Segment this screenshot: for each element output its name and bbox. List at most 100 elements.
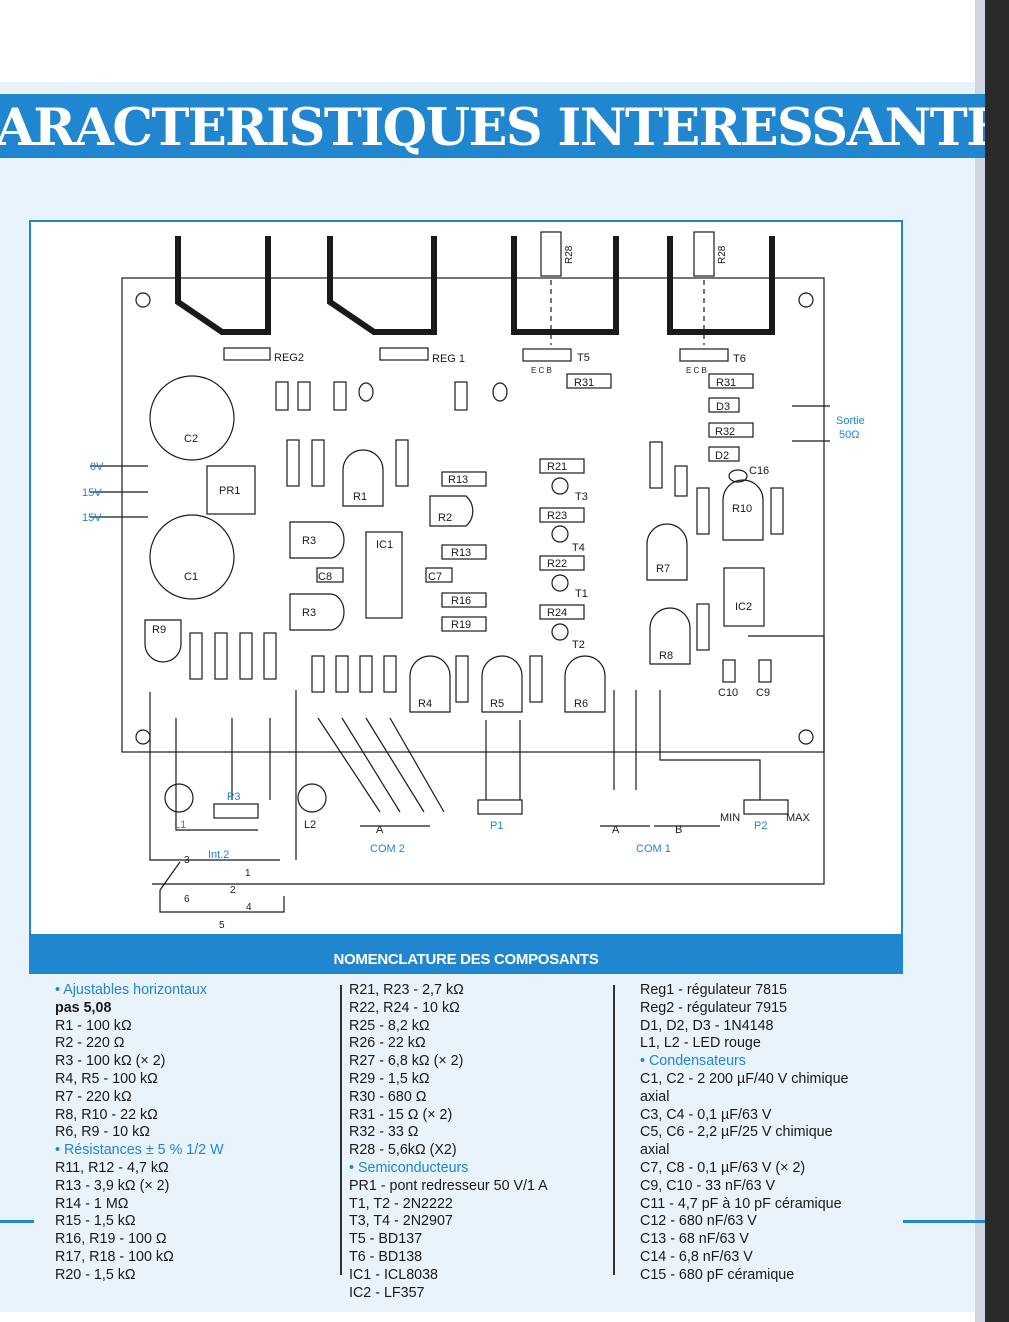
ic1-chip — [365, 531, 403, 619]
component-entry: IC1 - ICL8038 — [349, 1266, 439, 1283]
accent-rule — [0, 1220, 34, 1223]
c5 — [492, 382, 508, 402]
label-r24: R24 — [547, 607, 567, 619]
heatsink-t6 — [667, 236, 775, 335]
component-entry: Reg1 - régulateur 7815 — [640, 982, 788, 998]
r17 — [455, 655, 469, 703]
label-15v-a: 15V — [82, 487, 102, 499]
label-com1: COM 1 — [636, 843, 671, 855]
label-r31-1: R31 — [574, 377, 594, 389]
r23 — [539, 507, 585, 523]
component-entry: C5, C6 - 2,2 µF/25 V chimique — [640, 1124, 833, 1141]
p2-pot — [743, 799, 789, 815]
label-t2: T2 — [572, 639, 585, 651]
label-int-3: 3 — [184, 855, 190, 866]
component-entry: C7, C8 - 0,1 µF/63 V (× 2) — [640, 1159, 806, 1176]
component-entry: R28 - 5,6kΩ (X2) — [349, 1142, 457, 1159]
label-15v-b: 15V — [82, 512, 102, 524]
component-entry: C14 - 6,8 nF/63 V — [640, 1248, 753, 1265]
label-reg1: REG 1 — [432, 353, 465, 365]
t4 — [551, 525, 569, 543]
reg1-body — [379, 347, 429, 361]
c8b — [316, 567, 344, 583]
label-d3: D3 — [716, 401, 730, 413]
r22 — [539, 555, 585, 571]
label-r5: R5 — [490, 698, 504, 710]
column-divider — [613, 985, 615, 1275]
r2-trimmer — [429, 495, 474, 527]
label-r23: R23 — [547, 510, 567, 522]
component-entry: pas 5,08 — [55, 999, 112, 1016]
label-c1: C1 — [184, 571, 198, 583]
component-entry: C13 - 68 nF/63 V — [640, 1231, 749, 1248]
t3 — [551, 477, 569, 495]
c13 — [335, 655, 349, 693]
component-entry: R30 - 680 Ω — [349, 1088, 427, 1105]
component-entry: IC2 - LF357 — [349, 1284, 425, 1301]
label-r28-1: R28 — [564, 245, 575, 264]
t5-body — [522, 348, 572, 362]
r28-left — [540, 231, 562, 277]
d3 — [708, 397, 740, 413]
c6 — [358, 382, 374, 402]
label-p1: P1 — [490, 820, 503, 832]
r31-right — [708, 373, 754, 389]
component-entry: T6 - BD138 — [349, 1248, 423, 1265]
title-band: :ARACTERISTIQUES INTERESSANTES — [0, 94, 985, 158]
r16 — [441, 592, 487, 608]
label-r3b: R3 — [302, 607, 316, 619]
label-ecb-2: E C B — [686, 366, 707, 375]
label-r13: R13 — [448, 474, 468, 486]
r3b-trimmer — [289, 593, 345, 631]
page-title: :ARACTERISTIQUES INTERESSANTES — [0, 98, 985, 158]
component-entry: Reg2 - régulateur 7915 — [640, 999, 788, 1016]
r21 — [539, 458, 585, 474]
r7-trimmer — [646, 523, 688, 581]
label-reg2: REG2 — [274, 352, 304, 364]
component-entry: C1, C2 - 2 200 µF/40 V chimique — [640, 1070, 849, 1087]
label-min: MIN — [720, 812, 740, 824]
label-r19: R19 — [451, 619, 471, 631]
c16 — [728, 469, 748, 483]
component-entry: R2 - 220 Ω — [55, 1035, 125, 1052]
label-sortie-ohm: 50Ω — [839, 429, 859, 441]
c1-capacitor — [149, 514, 235, 600]
component-entry: R14 - 1 MΩ — [55, 1195, 129, 1212]
label-r4: R4 — [418, 698, 432, 710]
d2 — [708, 446, 740, 462]
r24 — [539, 604, 585, 620]
diagram-frame — [29, 220, 903, 955]
label-int-2: 2 — [230, 885, 236, 896]
r26 — [696, 487, 710, 535]
r27-b — [239, 632, 253, 680]
label-r10: R10 — [732, 503, 752, 515]
label-r22: R22 — [547, 558, 567, 570]
label-r3: R3 — [302, 535, 316, 547]
mount-hole — [135, 729, 151, 745]
component-entry: C3, C4 - 0,1 µF/63 V — [640, 1106, 772, 1123]
label-l2: L2 — [304, 819, 316, 831]
mount-hole — [798, 729, 814, 745]
c8 — [333, 381, 347, 411]
c3 — [297, 381, 311, 411]
l1-led — [164, 783, 194, 813]
label-t3: T3 — [575, 491, 588, 503]
label-r8: R8 — [659, 650, 673, 662]
label-int-6: 6 — [184, 894, 190, 905]
label-sortie: Sortie — [836, 415, 865, 427]
label-t5: T5 — [577, 352, 590, 364]
r31-left — [566, 373, 612, 389]
component-entry: R7 - 220 kΩ — [55, 1088, 132, 1105]
label-r21: R21 — [547, 461, 567, 473]
l2-led — [297, 783, 327, 813]
component-entry: axial — [640, 1088, 670, 1105]
r20 — [649, 441, 663, 489]
label-t4: T4 — [572, 542, 585, 554]
d1 — [674, 465, 688, 497]
mount-hole — [798, 292, 814, 308]
r27-a — [214, 632, 228, 680]
